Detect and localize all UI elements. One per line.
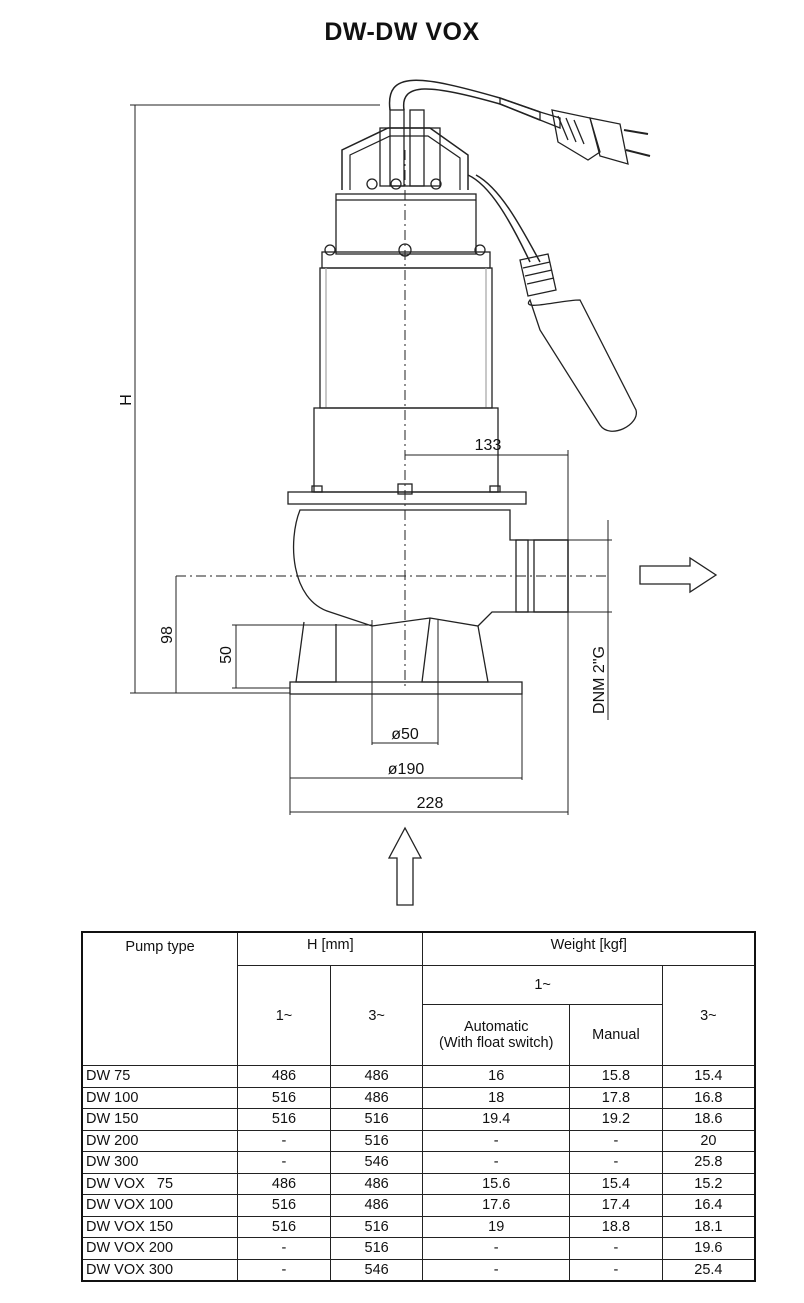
row-h3: 516 [329,1129,424,1152]
page-title: DW-DW VOX [324,18,480,46]
row-w3: 15.4 [661,1065,756,1088]
row-w3: 15.2 [661,1172,756,1195]
row-h1: 516 [237,1215,331,1238]
plug-icon [551,109,651,165]
header-pump-type: Pump type [81,931,239,1066]
row-h3: 546 [329,1258,424,1282]
table-row: DW 200 - 516 - - 20 [81,1129,756,1152]
row-h1: - [237,1151,331,1174]
row-auto: - [422,1237,571,1260]
row-type: DW 200 [81,1129,239,1152]
header-h-mm: H [mm] [237,931,424,966]
pump-body [287,79,651,695]
pump-spec-table: Pump type H [mm] Weight [kgf] 1~ 3~ 1~ 3… [81,931,756,1282]
row-h3: 516 [329,1108,424,1131]
header-weight: Weight [kgf] [422,931,756,966]
header-automatic: Automatic (With float switch) [422,1004,571,1066]
pump-technical-drawing: H 98 50 133 ø50 ø190 228 DNM 2"G [118,79,718,906]
header-weight-single-phase: 1~ [422,965,663,1005]
row-auto: - [422,1151,571,1174]
header-manual: Manual [569,1004,663,1066]
dim-50-label: 50 [218,646,235,664]
table-row: DW VOX 300 - 546 - - 25.4 [81,1258,756,1282]
row-h1: 516 [237,1086,331,1109]
row-type: DW 150 [81,1108,239,1131]
row-h3: 516 [329,1237,424,1260]
row-w3: 19.6 [661,1237,756,1260]
row-type: DW VOX 75 [81,1172,239,1195]
row-type: DW 300 [81,1151,239,1174]
table-row: DW VOX 200 - 516 - - 19.6 [81,1237,756,1260]
dim-228-label: 228 [417,795,444,812]
row-manual: - [569,1258,663,1282]
dim-dia50-label: ø50 [391,726,419,743]
row-manual: - [569,1129,663,1152]
dim-dia190-label: ø190 [388,761,425,778]
row-h1: 516 [237,1194,331,1217]
row-type: DW VOX 150 [81,1215,239,1238]
table-row: DW 75 486 486 16 15.8 15.4 [81,1065,756,1088]
row-manual: - [569,1237,663,1260]
float-switch-icon [519,253,637,432]
header-weight-three-phase: 3~ [661,965,756,1066]
row-auto: 17.6 [422,1194,571,1217]
row-w3: 18.6 [661,1108,756,1131]
row-manual: 17.8 [569,1086,663,1109]
header-automatic-sub: (With float switch) [439,1035,554,1051]
inlet-flow-arrow-icon [387,826,423,906]
row-manual: 19.2 [569,1108,663,1131]
row-h1: - [237,1129,331,1152]
row-h1: - [237,1258,331,1282]
row-h1: 486 [237,1172,331,1195]
dim-height-label: H [118,394,135,406]
table-row: DW VOX 75 486 486 15.6 15.4 15.2 [81,1172,756,1195]
header-automatic-label: Automatic [463,1019,529,1035]
row-manual: 18.8 [569,1215,663,1238]
row-w3: 16.4 [661,1194,756,1217]
table-row: DW 100 516 486 18 17.8 16.8 [81,1086,756,1109]
row-auto: 15.6 [422,1172,571,1195]
dim-133-label: 133 [475,437,502,454]
row-h1: - [237,1237,331,1260]
row-h3: 486 [329,1172,424,1195]
header-h-single-phase: 1~ [237,965,331,1066]
row-type: DW 100 [81,1086,239,1109]
row-w3: 18.1 [661,1215,756,1238]
dim-98-label: 98 [159,626,176,644]
row-auto: 18 [422,1086,571,1109]
row-h1: 516 [237,1108,331,1131]
row-w3: 25.4 [661,1258,756,1282]
row-h3: 486 [329,1086,424,1109]
row-w3: 25.8 [661,1151,756,1174]
row-auto: 19 [422,1215,571,1238]
row-h3: 546 [329,1151,424,1174]
row-auto: 16 [422,1065,571,1088]
row-manual: 15.8 [569,1065,663,1088]
row-manual: 15.4 [569,1172,663,1195]
row-type: DW VOX 100 [81,1194,239,1217]
outlet-flow-arrow-icon [639,556,718,594]
row-auto: - [422,1258,571,1282]
row-auto: 19.4 [422,1108,571,1131]
row-manual: 17.4 [569,1194,663,1217]
row-w3: 16.8 [661,1086,756,1109]
row-type: DW VOX 200 [81,1237,239,1260]
row-type: DW VOX 300 [81,1258,239,1282]
dimension-lines [130,104,612,815]
table-row: DW VOX 150 516 516 19 18.8 18.1 [81,1215,756,1238]
row-w3: 20 [661,1129,756,1152]
table-row: DW 150 516 516 19.4 19.2 18.6 [81,1108,756,1131]
row-h3: 486 [329,1065,424,1088]
row-h1: 486 [237,1065,331,1088]
row-manual: - [569,1151,663,1174]
header-h-three-phase: 3~ [329,965,424,1066]
table-row: DW VOX 100 516 486 17.6 17.4 16.4 [81,1194,756,1217]
row-auto: - [422,1129,571,1152]
row-type: DW 75 [81,1065,239,1088]
table-row: DW 300 - 546 - - 25.8 [81,1151,756,1174]
outlet-dnm-label: DNM 2"G [591,646,608,714]
row-h3: 516 [329,1215,424,1238]
row-h3: 486 [329,1194,424,1217]
